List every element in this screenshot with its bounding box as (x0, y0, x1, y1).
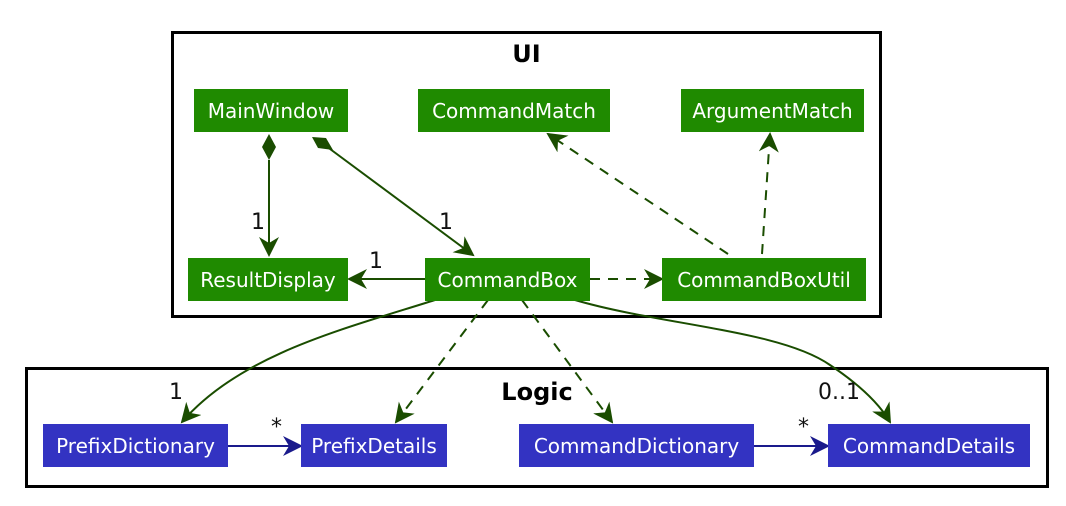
edge-commandbox-prefixdictionary (180, 299, 436, 424)
edge-commandboxutil-argumentmatch (758, 132, 779, 255)
class-mainwindow[interactable]: MainWindow (194, 89, 348, 132)
class-argumentmatch[interactable]: ArgumentMatch (681, 89, 864, 132)
edge-commandbox-prefixdetails (394, 299, 489, 424)
ui-package: UI (171, 31, 882, 318)
mult-mainwindow-commandbox: 1 (439, 210, 453, 235)
edge-commandboxutil-commandmatch (546, 132, 729, 255)
class-commanddetails[interactable]: CommandDetails (828, 424, 1030, 467)
class-prefixdictionary[interactable]: PrefixDictionary (43, 424, 228, 467)
class-resultdisplay[interactable]: ResultDisplay (188, 258, 348, 301)
class-commandbox[interactable]: CommandBox (425, 258, 590, 301)
class-commanddictionary[interactable]: CommandDictionary (519, 424, 754, 467)
mult-commanddictionary-commanddetails: * (798, 415, 809, 440)
mult-commandbox-prefixdictionary: 1 (169, 380, 183, 405)
logic-package-title: Logic (501, 378, 573, 406)
edge-mainwindow-resultdisplay (259, 134, 279, 257)
mult-commandbox-resultdisplay: 1 (369, 249, 383, 274)
class-commandboxutil[interactable]: CommandBoxUtil (662, 258, 866, 301)
logic-package: Logic (25, 367, 1049, 488)
class-commandmatch[interactable]: CommandMatch (418, 89, 610, 132)
mult-prefixdictionary-prefixdetails: * (271, 415, 282, 440)
class-prefixdetails[interactable]: PrefixDetails (301, 424, 447, 467)
mult-commandbox-commanddetails: 0..1 (818, 380, 860, 405)
mult-mainwindow-resultdisplay: 1 (251, 210, 265, 235)
edge-commandbox-commanddictionary (521, 299, 614, 424)
edge-mainwindow-commandbox (312, 137, 475, 257)
ui-package-title: UI (512, 40, 541, 68)
composition-diamond (262, 134, 276, 160)
edge-commandbox-commanddetails (574, 299, 892, 424)
